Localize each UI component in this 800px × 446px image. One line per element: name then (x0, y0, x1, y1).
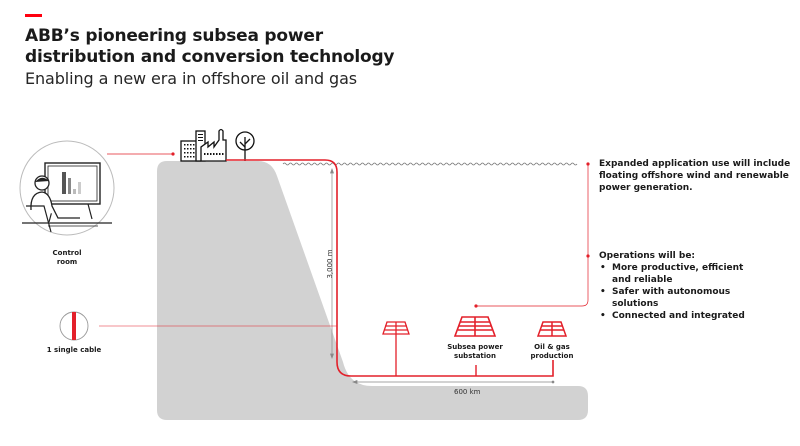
operations-item-line: More productive, efficient (612, 263, 744, 273)
control-room-icon (19, 140, 115, 236)
substation-label: Subsea power substation (440, 343, 510, 361)
operations-heading: Operations will be: (599, 251, 696, 261)
control-room-label: Control room (37, 249, 97, 267)
page-subtitle: Enabling a new era in offshore oil and g… (25, 69, 358, 88)
operations-item-line: Safer with autonomous (612, 287, 731, 297)
cable-label: 1 single cable (46, 346, 102, 354)
production-label: Oil & gas production (522, 343, 582, 361)
operations-item-line: and reliable (612, 275, 673, 285)
floating-wind-platform-icon (382, 321, 410, 376)
control-room-label-line2: room (56, 258, 78, 266)
page-title: ABB’s pioneering subsea power distributi… (25, 26, 395, 68)
operations-item: Connected and integrated (599, 310, 799, 322)
operations-item-line: Connected and integrated (612, 311, 745, 321)
operations-item: Safer with autonomous solutions (599, 286, 799, 310)
operations-item-line: solutions (612, 299, 659, 309)
callout-expanded-application: Expanded application use will include fl… (599, 158, 799, 194)
depth-label: 3,000 m (326, 249, 334, 279)
water-surface (282, 162, 578, 166)
callout-operations: Operations will be: More productive, eff… (599, 250, 799, 322)
substation-label-line2: substation (454, 352, 496, 360)
title-line-2: distribution and conversion technology (25, 47, 395, 67)
substation-label-line1: Subsea power (447, 343, 503, 351)
callout-expanded-line3: power generation. (599, 183, 693, 193)
operations-item: More productive, efficient and reliable (599, 262, 799, 286)
factory-icon (200, 128, 227, 162)
subsea-substation-icon (453, 316, 497, 376)
cable-cross-section-icon (59, 311, 89, 341)
callout-connector (474, 162, 590, 308)
callout-expanded-line2: floating offshore wind and renewable (599, 171, 789, 181)
depth-dimension (329, 168, 335, 359)
control-room-label-line1: Control (52, 249, 82, 257)
production-label-line2: production (530, 352, 574, 360)
tree-icon (235, 131, 255, 161)
distance-dimension (352, 379, 555, 385)
distance-label: 600 km (454, 388, 481, 396)
accent-bar (25, 14, 42, 17)
title-line-1: ABB’s pioneering subsea power (25, 26, 323, 46)
control-link-dot (171, 152, 175, 156)
landmass (157, 161, 588, 420)
production-label-line1: Oil & gas (534, 343, 570, 351)
oil-gas-production-icon (536, 321, 568, 337)
callout-expanded-line1: Expanded application use will include (599, 159, 791, 169)
operations-list: More productive, efficient and reliable … (599, 262, 799, 322)
power-cable (226, 159, 554, 377)
city-icon (180, 130, 206, 162)
